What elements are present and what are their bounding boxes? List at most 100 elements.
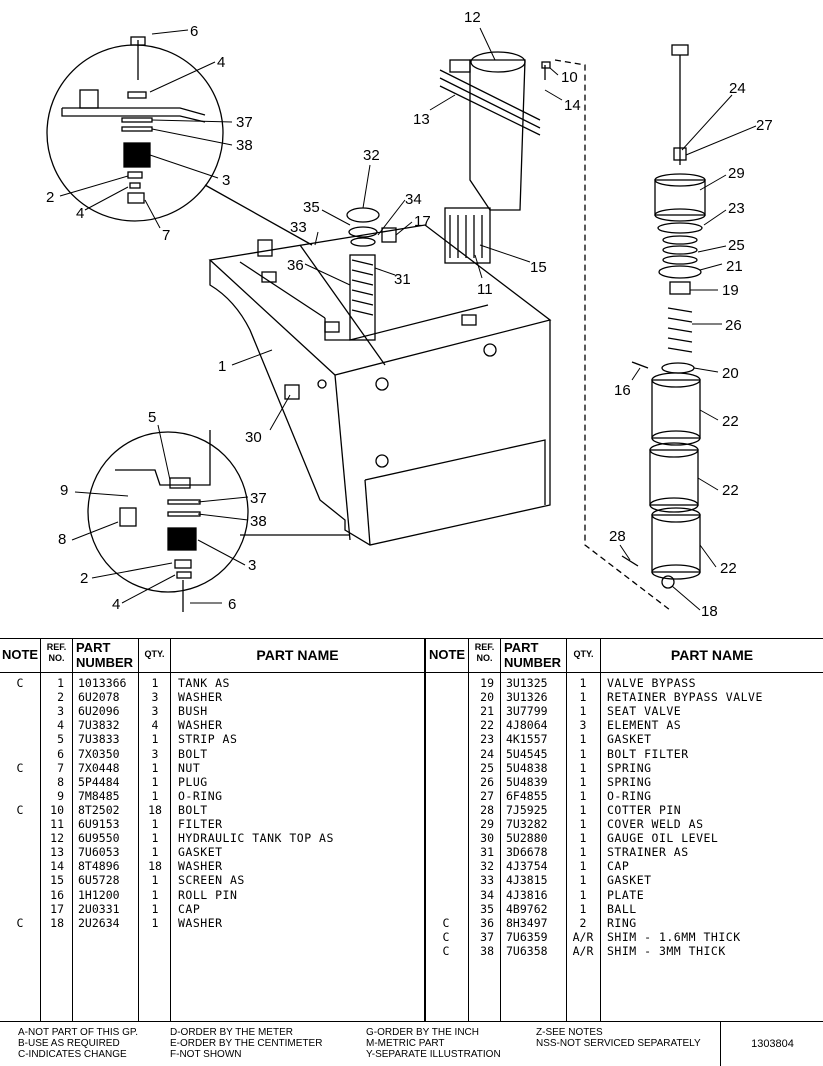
cell-note: C (16, 915, 24, 930)
callout-13: 13 (413, 111, 430, 128)
callout-17: 17 (414, 213, 431, 230)
cell-qty: 18 (148, 859, 162, 874)
cell-qty: 1 (579, 774, 587, 789)
cell-ref: 38 (480, 943, 494, 958)
callout-22: 22 (720, 560, 737, 577)
cell-qty: 1 (579, 676, 587, 690)
cell-ref: 24 (480, 746, 494, 761)
cell-qty: 1 (579, 873, 587, 888)
cell-number: 6U2096 (78, 704, 120, 719)
cell-number: 4J3754 (506, 859, 548, 874)
cell-qty: A/R (572, 929, 594, 944)
legend-col-3: G-ORDER BY THE INCH M-METRIC PART Y-SEPA… (366, 1027, 501, 1060)
cell-name: SPRING (607, 760, 652, 775)
cell-number: 7X0350 (78, 746, 120, 761)
callout-28: 28 (609, 528, 626, 545)
callout-4: 4 (217, 54, 225, 71)
callout-29: 29 (728, 165, 745, 182)
callout-18: 18 (701, 603, 718, 620)
cell-qty: 2 (579, 915, 587, 930)
callout-3: 3 (222, 172, 230, 189)
callout-22: 22 (722, 482, 739, 499)
cell-ref: 10 (50, 802, 64, 817)
cell-ref: 4 (57, 718, 64, 733)
cell-name: CAP (178, 901, 201, 916)
cell-note: C (16, 676, 24, 690)
cell-name: GASKET (607, 732, 652, 747)
cell-qty: 1 (579, 817, 587, 831)
cell-number: 7U6359 (506, 929, 548, 944)
cell-ref: 6 (57, 746, 64, 761)
cell-name: COTTER PIN (607, 802, 682, 817)
cell-name: WASHER (178, 718, 223, 733)
cell-qty: 1 (579, 760, 587, 775)
cell-ref: 14 (50, 859, 64, 874)
callout-37: 37 (250, 490, 267, 507)
cell-qty: 1 (151, 845, 159, 860)
header-ref: REF.NO. (46, 642, 67, 663)
cell-qty: 1 (151, 788, 159, 803)
callout-2: 2 (46, 189, 54, 206)
cell-ref: 12 (50, 831, 64, 846)
callout-15: 15 (530, 259, 547, 276)
cell-name: RING (607, 915, 637, 930)
cell-note: C (442, 943, 450, 958)
cell-name: GASKET (178, 845, 223, 860)
callout-6: 6 (190, 23, 198, 40)
cell-ref: 11 (50, 817, 64, 831)
cell-name: NUT (178, 760, 201, 775)
cell-number: 3U1325 (506, 676, 548, 690)
cell-number: 1013366 (78, 676, 127, 690)
cell-number: 7X0448 (78, 760, 120, 775)
cell-name: PLUG (178, 774, 208, 789)
callout-2: 2 (80, 570, 88, 587)
cell-qty: 1 (579, 704, 587, 719)
callout-36: 36 (287, 257, 304, 274)
legend-col-1: A-NOT PART OF THIS GP. B-USE AS REQUIRED… (18, 1027, 139, 1060)
callout-4: 4 (112, 596, 120, 613)
cell-ref: 3 (57, 704, 64, 719)
callout-11: 11 (477, 281, 493, 298)
cell-number: 7M8485 (78, 788, 120, 803)
cell-name: BOLT FILTER (607, 746, 689, 761)
cell-name: GAUGE OIL LEVEL (607, 831, 719, 846)
cell-ref: 30 (480, 831, 494, 846)
cell-number: 5P4484 (78, 774, 120, 789)
cell-note: C (16, 802, 24, 817)
cell-name: STRIP AS (178, 732, 238, 747)
cell-number: 4J3816 (506, 887, 548, 902)
cell-qty: 1 (579, 845, 587, 860)
header-ref: REF.NO. (474, 642, 495, 663)
cell-ref: 35 (480, 901, 494, 916)
callout-3: 3 (248, 557, 256, 574)
cell-number: 4B9762 (506, 901, 548, 916)
cell-number: 4J3815 (506, 873, 548, 888)
cell-qty: 1 (151, 873, 159, 888)
cell-number: 4K1557 (506, 732, 548, 747)
cell-name: BOLT (178, 746, 208, 761)
cell-name: BALL (607, 901, 637, 916)
cell-qty: 3 (151, 704, 159, 719)
cell-ref: 26 (480, 774, 494, 789)
cell-number: 5U2880 (506, 831, 548, 846)
cell-ref: 5 (57, 732, 64, 747)
cell-qty: 3 (579, 718, 587, 733)
cell-ref: 7 (57, 760, 64, 775)
cell-ref: 9 (57, 788, 64, 803)
callout-26: 26 (725, 317, 742, 334)
cell-name: COVER WELD AS (607, 817, 704, 831)
cell-qty: 1 (579, 746, 587, 761)
callout-20: 20 (722, 365, 739, 382)
cell-qty: 1 (579, 887, 587, 902)
cell-name: WASHER (178, 915, 223, 930)
cell-ref: 20 (480, 690, 494, 705)
cell-number: 7U6358 (506, 943, 548, 958)
cell-name: TANK AS (178, 676, 230, 690)
callout-12: 12 (464, 9, 481, 26)
callout-35: 35 (303, 199, 320, 216)
cell-qty: A/R (572, 943, 594, 958)
cell-name: WASHER (178, 690, 223, 705)
cell-ref: 15 (50, 873, 64, 888)
cell-name: WASHER (178, 859, 223, 874)
